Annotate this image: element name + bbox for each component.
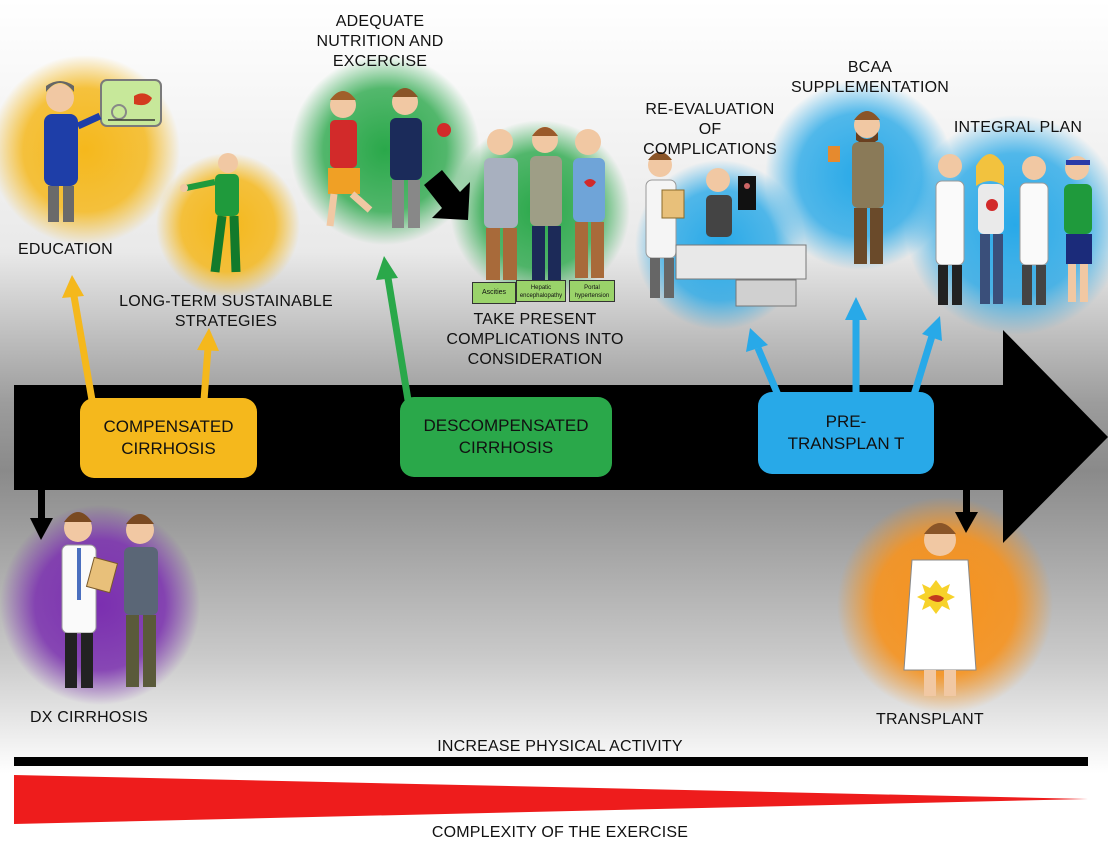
nutrition-figures	[326, 88, 451, 228]
reevaluation-figures	[645, 152, 807, 307]
arrow-to-transplant	[955, 490, 978, 533]
arrow-to-long-term	[197, 328, 219, 401]
arrow-nutrition-to-complications	[424, 170, 470, 220]
complexity-wedge	[14, 775, 1088, 824]
arrow-to-dx	[30, 490, 53, 540]
arrow-to-reevaluation	[746, 328, 782, 397]
dx-figures	[61, 512, 158, 688]
label-long-term: LONG-TERM SUSTAINABLE STRATEGIES	[119, 293, 333, 330]
bcaa-figure	[828, 111, 884, 264]
label-physical-activity: INCREASE PHYSICAL ACTIVITY	[437, 738, 683, 755]
label-bcaa: BCAA SUPPLEMENTATION	[791, 59, 949, 96]
integral-figures	[935, 154, 1092, 305]
arrow-to-bcaa	[845, 297, 867, 395]
long-term-figure	[180, 153, 241, 273]
complication-chip: Portal hypertension	[569, 280, 615, 302]
arrow-to-education	[62, 275, 96, 401]
education-figure	[44, 79, 162, 222]
label-complexity: COMPLEXITY OF THE EXERCISE	[431, 824, 689, 841]
transplant-figure	[903, 523, 977, 696]
label-dx: DX CIRRHOSIS	[30, 709, 148, 726]
label-reevaluation: RE-EVALUATION OF COMPLICATIONS	[643, 101, 777, 158]
label-transplant: TRANSPLANT	[876, 711, 984, 728]
complication-chip: Hepatic encephalopathy	[516, 280, 566, 302]
stage-pre-transplant: PRE- TRANSPLAN T	[758, 392, 934, 474]
arrow-to-nutrition	[376, 256, 412, 401]
complication-chip: Ascities	[472, 282, 516, 304]
label-education: EDUCATION	[18, 241, 113, 258]
label-nutrition: ADEQUATE NUTRITION AND EXCERCISE	[316, 13, 444, 70]
complications-figures	[484, 127, 605, 280]
label-complications: TAKE PRESENT COMPLICATIONS INTO CONSIDER…	[446, 311, 624, 368]
label-integral: INTEGRAL PLAN	[953, 119, 1083, 136]
physical-activity-bar	[14, 757, 1088, 766]
stage-compensated-cirrhosis: COMPENSATED CIRRHOSIS	[80, 398, 257, 478]
glow-dx	[0, 505, 200, 705]
stage-decompensated-cirrhosis: DESCOMPENSATED CIRRHOSIS	[400, 397, 612, 477]
